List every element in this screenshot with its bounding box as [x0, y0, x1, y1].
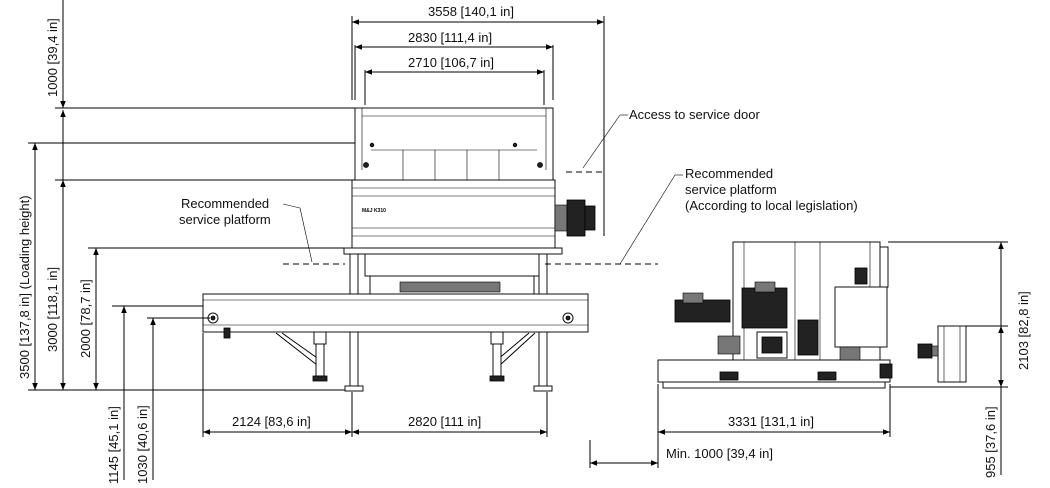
- inner-width-label: 2710 [106,7 in]: [408, 55, 494, 70]
- service-platforms: [282, 114, 683, 265]
- end-height-label: 955 [37,6 in]: [983, 406, 998, 478]
- platform-right-line3: (According to local legislation): [685, 198, 858, 213]
- height-3000-label: 3000 [118,1 in]: [45, 267, 60, 352]
- min-service-label: Min. 1000 [39,4 in]: [666, 446, 773, 461]
- height-1145-label: 1145 [45,1 in]: [106, 406, 121, 484]
- side-height-label: 2103 [82,8 in]: [1016, 291, 1031, 370]
- side-view-dimensions: 3331 [131,1 in] Min. 1000 [39,4 in] 2103…: [589, 241, 1031, 478]
- left-height-dimensions: 1000 [39,4 in] 3500 [137,8 in] (Loading …: [17, 0, 156, 484]
- front-view-machine: M&J K310: [202, 107, 596, 392]
- platform-right-line2: service platform: [685, 182, 777, 197]
- top-clearance-label: 1000 [39,4 in]: [45, 18, 60, 97]
- callout-labels: Access to service door Recommended servi…: [179, 107, 858, 227]
- platform-left-line1: Recommended: [181, 196, 269, 211]
- overall-width-label: 3558 [140,1 in]: [428, 4, 514, 19]
- bottom-width-dimensions: 2124 [83,6 in] 2820 [111 in]: [202, 333, 548, 437]
- platform-left-line2: service platform: [179, 212, 271, 227]
- frame-width-label: 2830 [111,4 in]: [408, 30, 492, 45]
- side-view-machine: [657, 241, 893, 389]
- height-2000-label: 2000 [78,7 in]: [78, 279, 93, 358]
- access-door-label: Access to service door: [629, 107, 760, 122]
- height-1030-label: 1030 [40,6 in]: [135, 405, 150, 484]
- model-plate-text: M&J K310: [362, 208, 386, 214]
- top-width-dimensions: 3558 [140,1 in] 2830 [111,4 in] 2710 [10…: [351, 4, 605, 236]
- leg-span-label: 2820 [111 in]: [408, 414, 481, 429]
- end-view-machine: [917, 325, 967, 383]
- height-reference-lines: [28, 107, 355, 391]
- platform-right-line1: Recommended: [685, 166, 773, 181]
- side-length-label: 3331 [131,1 in]: [728, 414, 814, 429]
- loading-height-label: 3500 [137,8 in] (Loading height): [17, 195, 32, 379]
- conveyor-length-label: 2124 [83,6 in]: [232, 414, 311, 429]
